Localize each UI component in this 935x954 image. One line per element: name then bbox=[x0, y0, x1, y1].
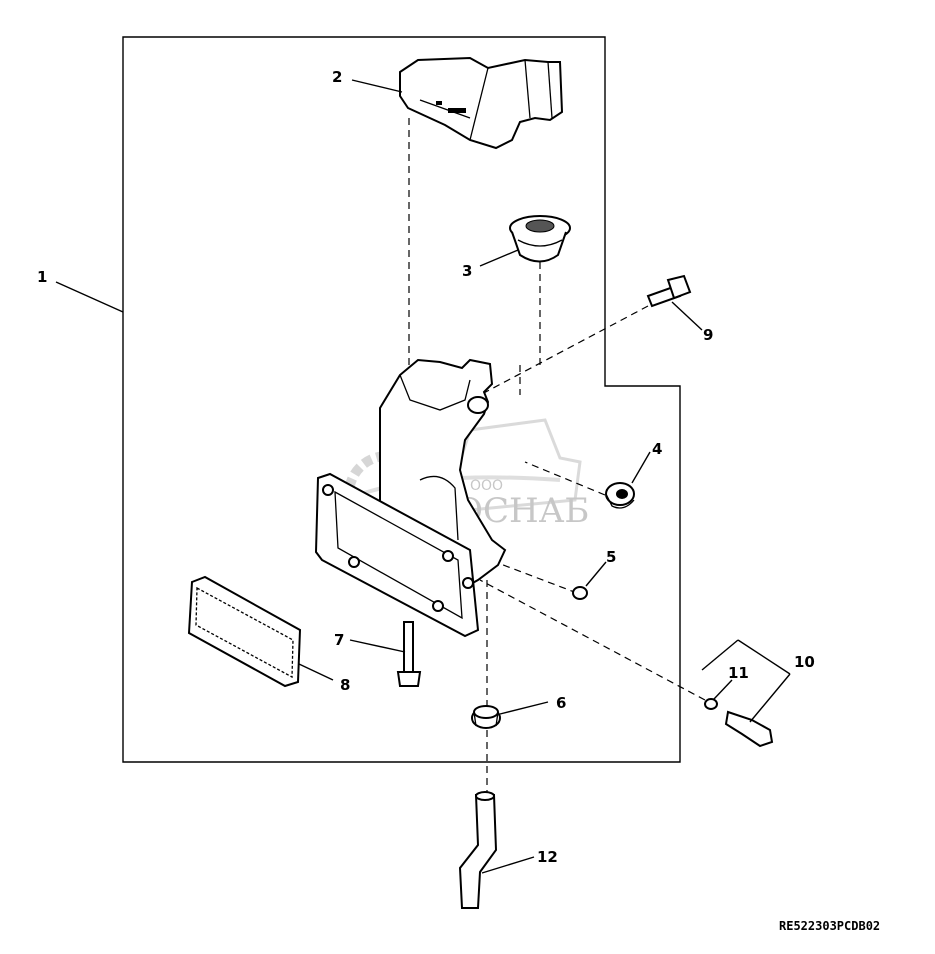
callout-7: 7 bbox=[334, 631, 344, 649]
callout-6: 6 bbox=[556, 694, 566, 712]
callout-5: 5 bbox=[606, 548, 616, 566]
callout-2: 2 bbox=[332, 68, 342, 86]
part-cap-screw bbox=[646, 274, 692, 308]
part-bushing bbox=[605, 482, 635, 509]
callout-10: 10 bbox=[794, 653, 815, 671]
part-coolant-hose bbox=[458, 791, 498, 909]
callout-8: 8 bbox=[340, 676, 350, 694]
part-gasket bbox=[187, 575, 302, 688]
leader-lines bbox=[55, 79, 791, 874]
callouts: 1 2 3 4 5 6 7 8 9 10 11 12 bbox=[37, 68, 815, 866]
assembly-outline bbox=[122, 36, 681, 763]
part-housing-flange bbox=[314, 472, 480, 638]
callout-11: 11 bbox=[728, 664, 749, 682]
watermark-combine-harvester bbox=[453, 418, 582, 512]
watermark-small-text: ООО bbox=[470, 478, 503, 494]
part-fitting bbox=[471, 705, 501, 729]
callout-4: 4 bbox=[652, 440, 662, 458]
callout-3: 3 bbox=[462, 262, 472, 280]
reference-code: RE522303PCDB02 bbox=[779, 919, 880, 933]
callout-12: 12 bbox=[537, 848, 558, 866]
part-thermostat-cover bbox=[399, 56, 564, 150]
part-bolt bbox=[396, 621, 422, 687]
part-thermostat bbox=[509, 215, 571, 263]
callout-1: 1 bbox=[37, 268, 47, 286]
part-plug bbox=[572, 586, 588, 600]
assembly-lines bbox=[408, 118, 706, 792]
callout-9: 9 bbox=[703, 326, 713, 344]
part-temperature-sensor bbox=[704, 698, 774, 748]
